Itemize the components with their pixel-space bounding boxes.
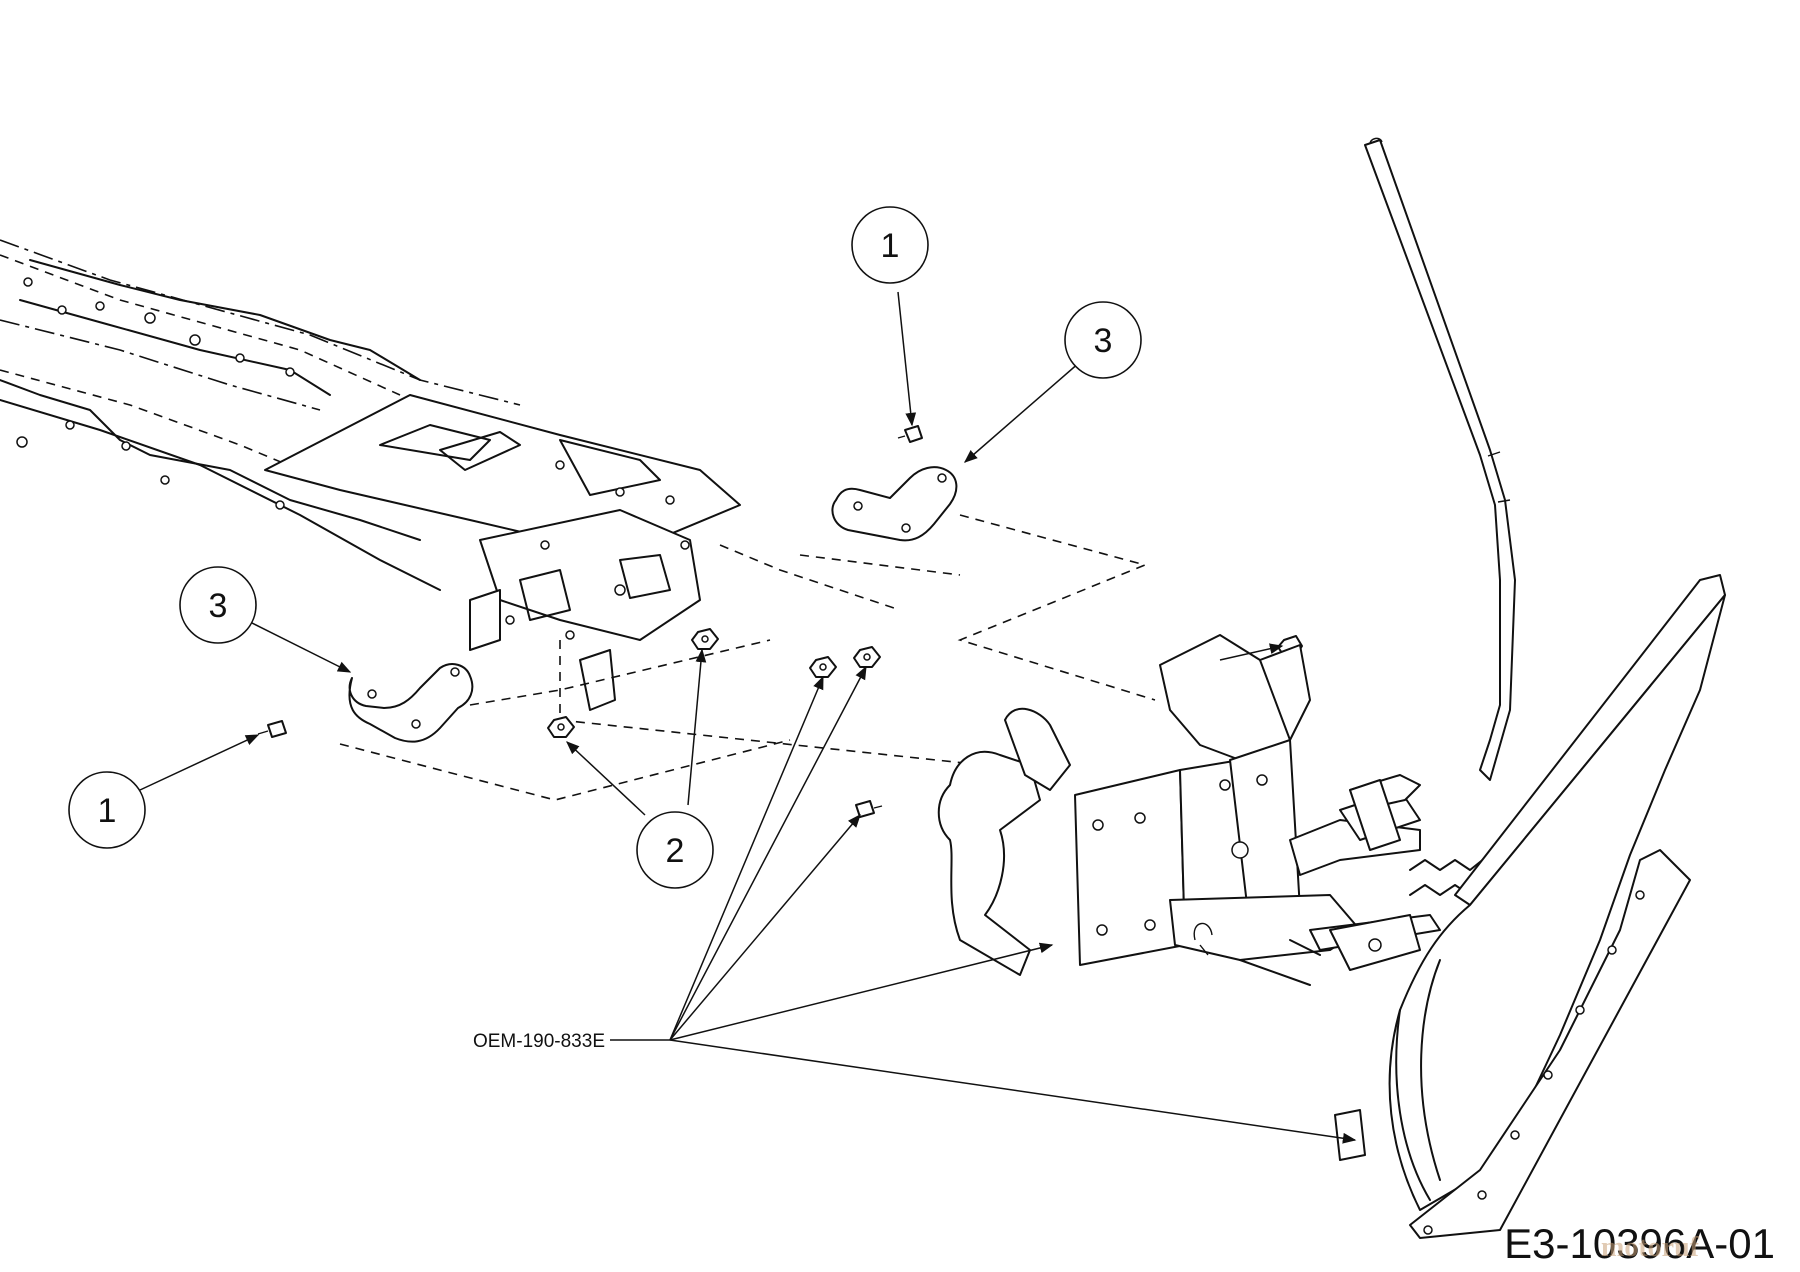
plow-mount-frame: [937, 634, 1441, 986]
callout-1-lower: 1: [68, 771, 146, 849]
svg-text:2: 2: [666, 832, 685, 870]
tractor-frame: [0, 239, 1031, 771]
bolt-upper: [897, 425, 923, 443]
nut-a: [547, 716, 575, 738]
bolt-mid: [855, 800, 883, 818]
svg-text:1: 1: [98, 792, 117, 830]
lift-handle: [1364, 137, 1516, 781]
callout-1-upper: 1: [851, 206, 929, 284]
svg-text:3: 3: [209, 587, 228, 625]
svg-text:1: 1: [881, 227, 900, 265]
callout-3-left: 3: [179, 566, 257, 644]
nut-c: [809, 656, 837, 678]
nut-b: [691, 628, 719, 650]
drawing-code: E3-10396A-01: [1504, 1220, 1775, 1267]
mounting-bracket-left: [339, 639, 791, 801]
svg-text:3: 3: [1094, 322, 1113, 360]
callout-2: 2: [636, 811, 714, 889]
watermark-logo: motoruf: [1601, 1232, 1700, 1263]
nut-d: [853, 646, 881, 668]
bolt-lower-left: [257, 720, 287, 738]
plow-blade: [1334, 574, 1726, 1239]
callout-3-right: 3: [1064, 301, 1142, 379]
part-number-label: OEM-190-833E: [473, 1031, 605, 1052]
leader-lines: [139, 291, 1357, 1144]
mounting-bracket-right: [799, 466, 1156, 701]
